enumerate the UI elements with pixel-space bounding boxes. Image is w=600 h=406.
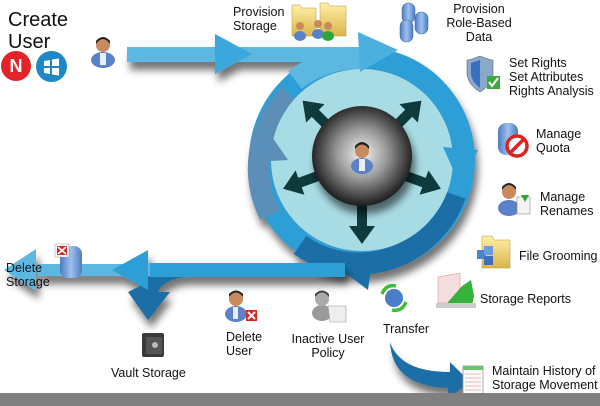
file-grooming-label: File Grooming bbox=[519, 249, 598, 263]
title-line-2: User bbox=[8, 31, 51, 53]
title-line-1: Create bbox=[8, 9, 69, 31]
hub-user-icon bbox=[351, 142, 373, 174]
database-icon bbox=[399, 2, 429, 43]
vault-storage-label: Vault Storage bbox=[111, 366, 186, 380]
spreadsheet-icon bbox=[462, 365, 484, 395]
user-rename-icon bbox=[498, 183, 531, 216]
folder-cubes-icon bbox=[477, 235, 511, 269]
folders-users-icon bbox=[291, 2, 347, 41]
ring-arrowhead-left bbox=[255, 131, 288, 162]
user-delete-icon bbox=[225, 290, 257, 322]
globe-sync-icon bbox=[380, 283, 408, 313]
deprovision-arrows bbox=[4, 249, 345, 320]
ring-arrowhead-bottom bbox=[335, 253, 373, 290]
database-no-icon bbox=[498, 123, 529, 158]
storage-reports-label: Storage Reports bbox=[480, 292, 572, 306]
footer-bar bbox=[0, 393, 600, 406]
ring-arrowhead-top bbox=[358, 32, 398, 72]
safe-icon bbox=[142, 333, 164, 357]
database-delete-icon bbox=[54, 243, 82, 278]
windows-icon bbox=[36, 51, 67, 82]
novell-icon: N bbox=[1, 51, 31, 81]
user-icon bbox=[91, 37, 115, 68]
transfer-arrow bbox=[390, 342, 470, 398]
transfer-label: Transfer bbox=[383, 322, 430, 336]
ring-arrowhead-right bbox=[443, 147, 478, 185]
shield-check-icon bbox=[466, 55, 500, 93]
chart-building-icon bbox=[436, 272, 476, 308]
user-scroll-icon bbox=[312, 290, 347, 323]
